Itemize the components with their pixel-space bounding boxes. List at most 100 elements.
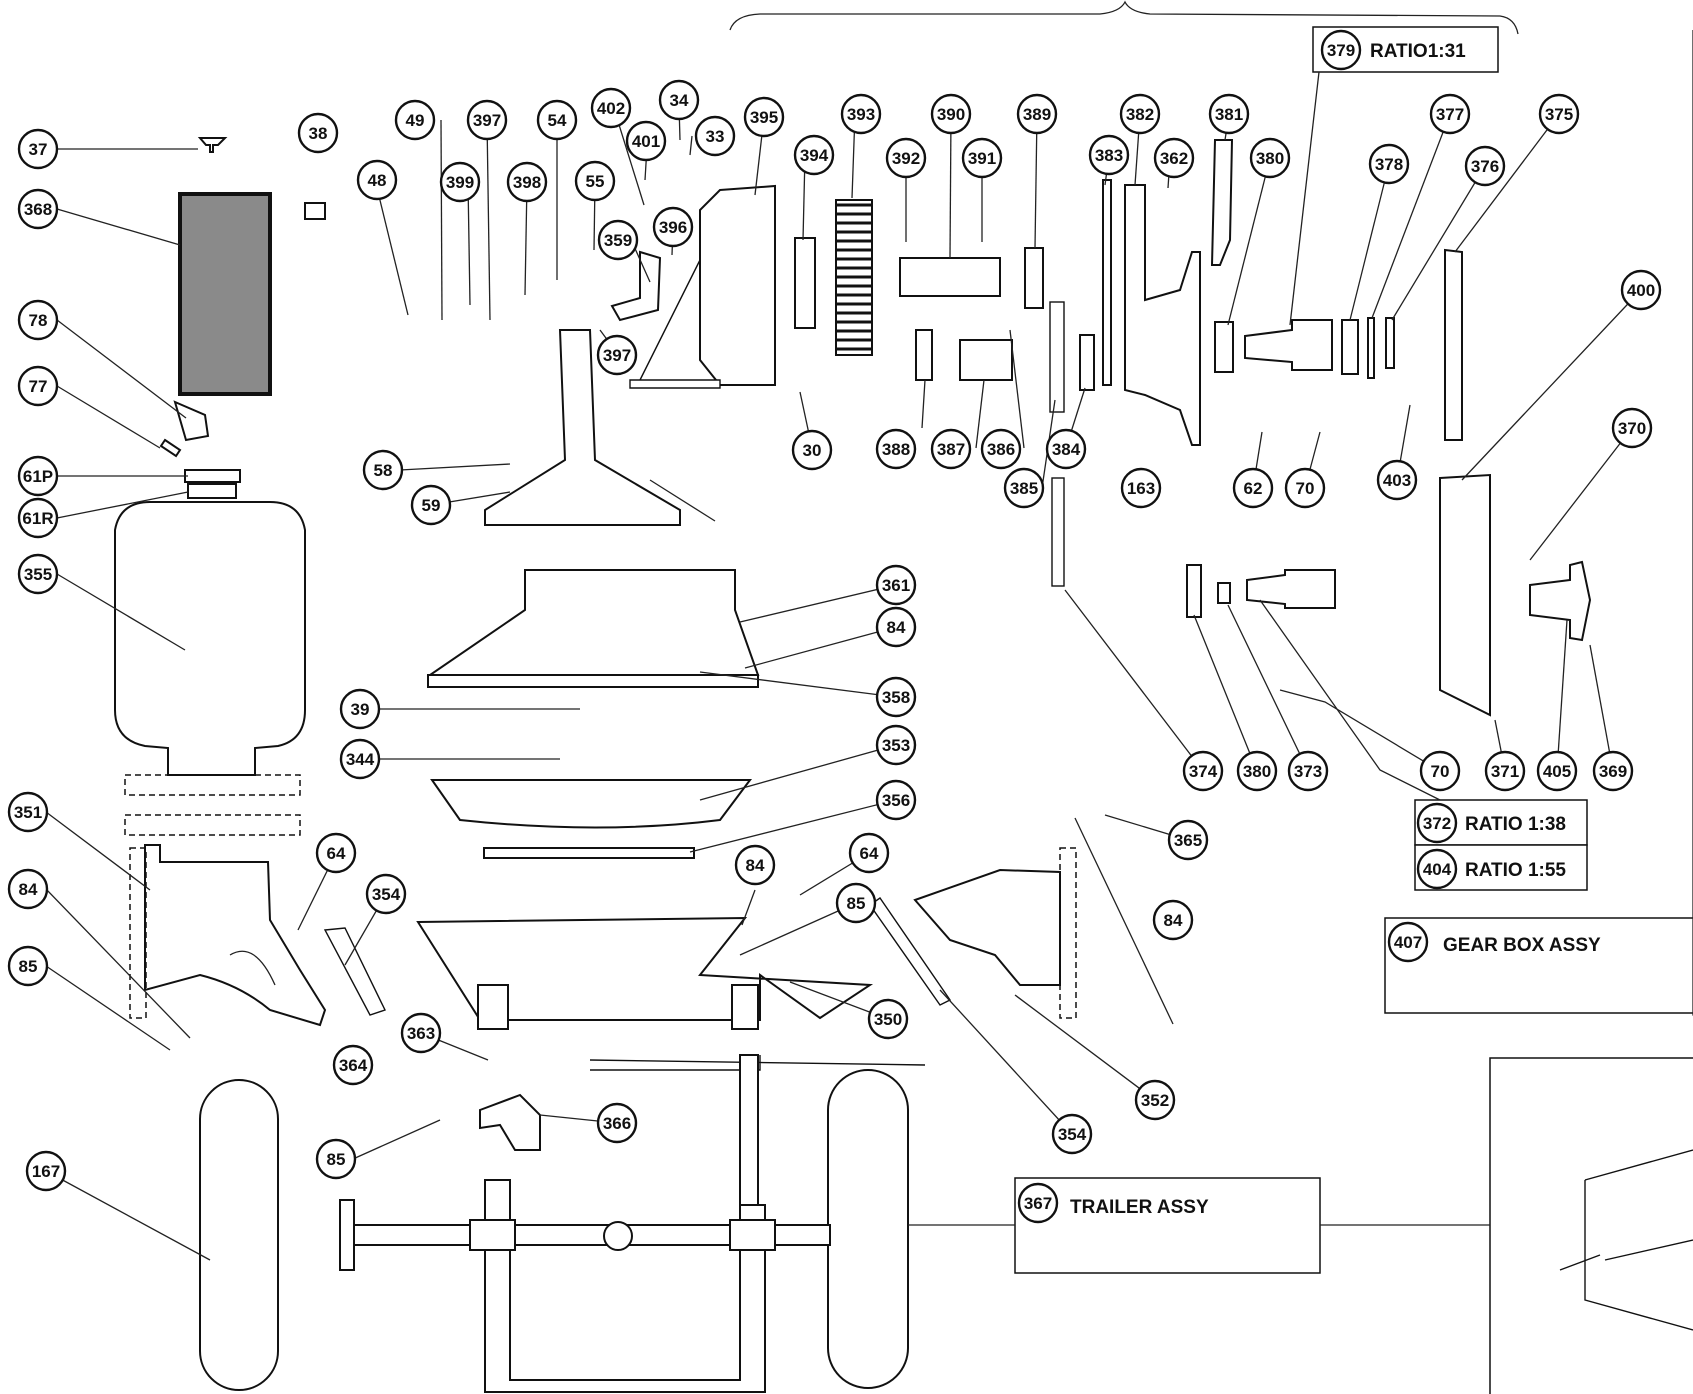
trailer-assy-label: TRAILER ASSY [1070,1197,1209,1218]
callout-number: 402 [597,99,625,118]
callout-number: 380 [1256,149,1284,168]
callout-number: 363 [407,1024,435,1043]
callout-376: 376 [1464,145,1506,187]
callout-number: 77 [29,377,48,396]
callout-number: 358 [882,688,910,707]
callout-344: 344 [339,738,381,780]
callout-30: 30 [791,429,833,471]
callout-number: 378 [1375,155,1403,174]
callout-number: 398 [513,173,541,192]
callout-37: 37 [17,128,59,170]
callout-circle [25,1150,67,1192]
callout-circle [339,738,381,780]
callout-circle [1320,29,1362,71]
callout-circle [1236,750,1278,792]
ratio-155-label: RATIO 1:55 [1465,860,1566,881]
callout-84: 84 [1152,899,1194,941]
callout-number: 393 [847,105,875,124]
callout-circle [1416,848,1458,890]
callout-363: 363 [400,1012,442,1054]
callout-circle [743,96,785,138]
callout-397: 397 [466,99,508,141]
callout-389: 389 [1016,93,1058,135]
callout-circle [7,945,49,987]
callout-84: 84 [7,868,49,910]
part-tow-frame [484,1179,766,1393]
part-handle [603,1221,633,1251]
part-plate-383 [1102,179,1112,386]
callout-number: 397 [603,346,631,365]
part-arm-359 [610,250,662,322]
callout-number: 403 [1383,471,1411,490]
part-chute-351 [144,844,327,1027]
callout-circle [1249,137,1291,179]
callout-number: 364 [339,1056,368,1075]
callout-373: 373 [1287,750,1329,792]
callout-number: 85 [327,1150,346,1169]
callout-number: 386 [987,440,1015,459]
part-seal-top [124,774,301,796]
callout-circle [1536,750,1578,792]
part-wheel-167 [199,1079,279,1391]
callout-circle [1134,1079,1176,1121]
callout-399: 399 [439,161,481,203]
callout-number: 390 [937,105,965,124]
callout-380: 380 [1249,137,1291,179]
callout-circle [17,553,59,595]
callout-circle [867,998,909,1040]
callout-354: 354 [1051,1113,1093,1155]
callout-number: 38 [309,124,328,143]
callout-number: 366 [603,1114,631,1133]
callout-361: 361 [875,564,917,606]
callout-number: 400 [1627,281,1655,300]
callout-number: 37 [29,140,48,159]
callout-354: 354 [365,873,407,915]
callout-77: 77 [17,365,59,407]
callout-number: 389 [1023,105,1051,124]
callout-387: 387 [930,428,972,470]
part-block-left [477,984,509,1030]
callout-circle [875,676,917,718]
callout-circle [394,99,436,141]
callout-number: 384 [1052,440,1081,459]
part-bracket-left [469,1219,516,1251]
callout-391: 391 [961,137,1003,179]
callout-84: 84 [875,606,917,648]
gear-box-assy-box: GEAR BOX ASSY [1384,917,1693,1014]
callout-circle [875,779,917,821]
callout-circle [930,428,972,470]
callout-380: 380 [1236,750,1278,792]
callout-number: 362 [1160,149,1188,168]
callout-352: 352 [1134,1079,1176,1121]
callout-circle [1611,407,1653,449]
part-stand-trailer [739,1054,759,1221]
part-shaft-390 [899,257,1001,297]
part-seal-373 [1217,582,1231,604]
part-hopper-358 [426,569,760,676]
callout-33: 33 [694,115,736,157]
callout-366: 366 [596,1102,638,1144]
callout-85: 85 [7,945,49,987]
callout-circle [835,882,877,924]
callout-circle [1051,1113,1093,1155]
part-bracket-right [729,1219,776,1251]
callout-circle [1119,93,1161,135]
callout-number: 354 [1058,1125,1087,1144]
callout-64: 64 [315,832,357,874]
callout-362: 362 [1153,137,1195,179]
part-flange-351 [129,847,147,1019]
callout-number: 371 [1491,762,1519,781]
inset-drawing [1559,1149,1693,1331]
part-blade-354a [323,927,386,1016]
group-bracket [729,0,1519,35]
callout-364: 364 [332,1044,374,1086]
part-knob-38 [304,202,326,220]
callout-circle [1003,467,1045,509]
callout-number: 34 [670,91,689,110]
callout-388: 388 [875,428,917,470]
callout-circle [1419,750,1461,792]
callout-58: 58 [362,449,404,491]
callout-circle [1167,819,1209,861]
callout-circle [1484,750,1526,792]
